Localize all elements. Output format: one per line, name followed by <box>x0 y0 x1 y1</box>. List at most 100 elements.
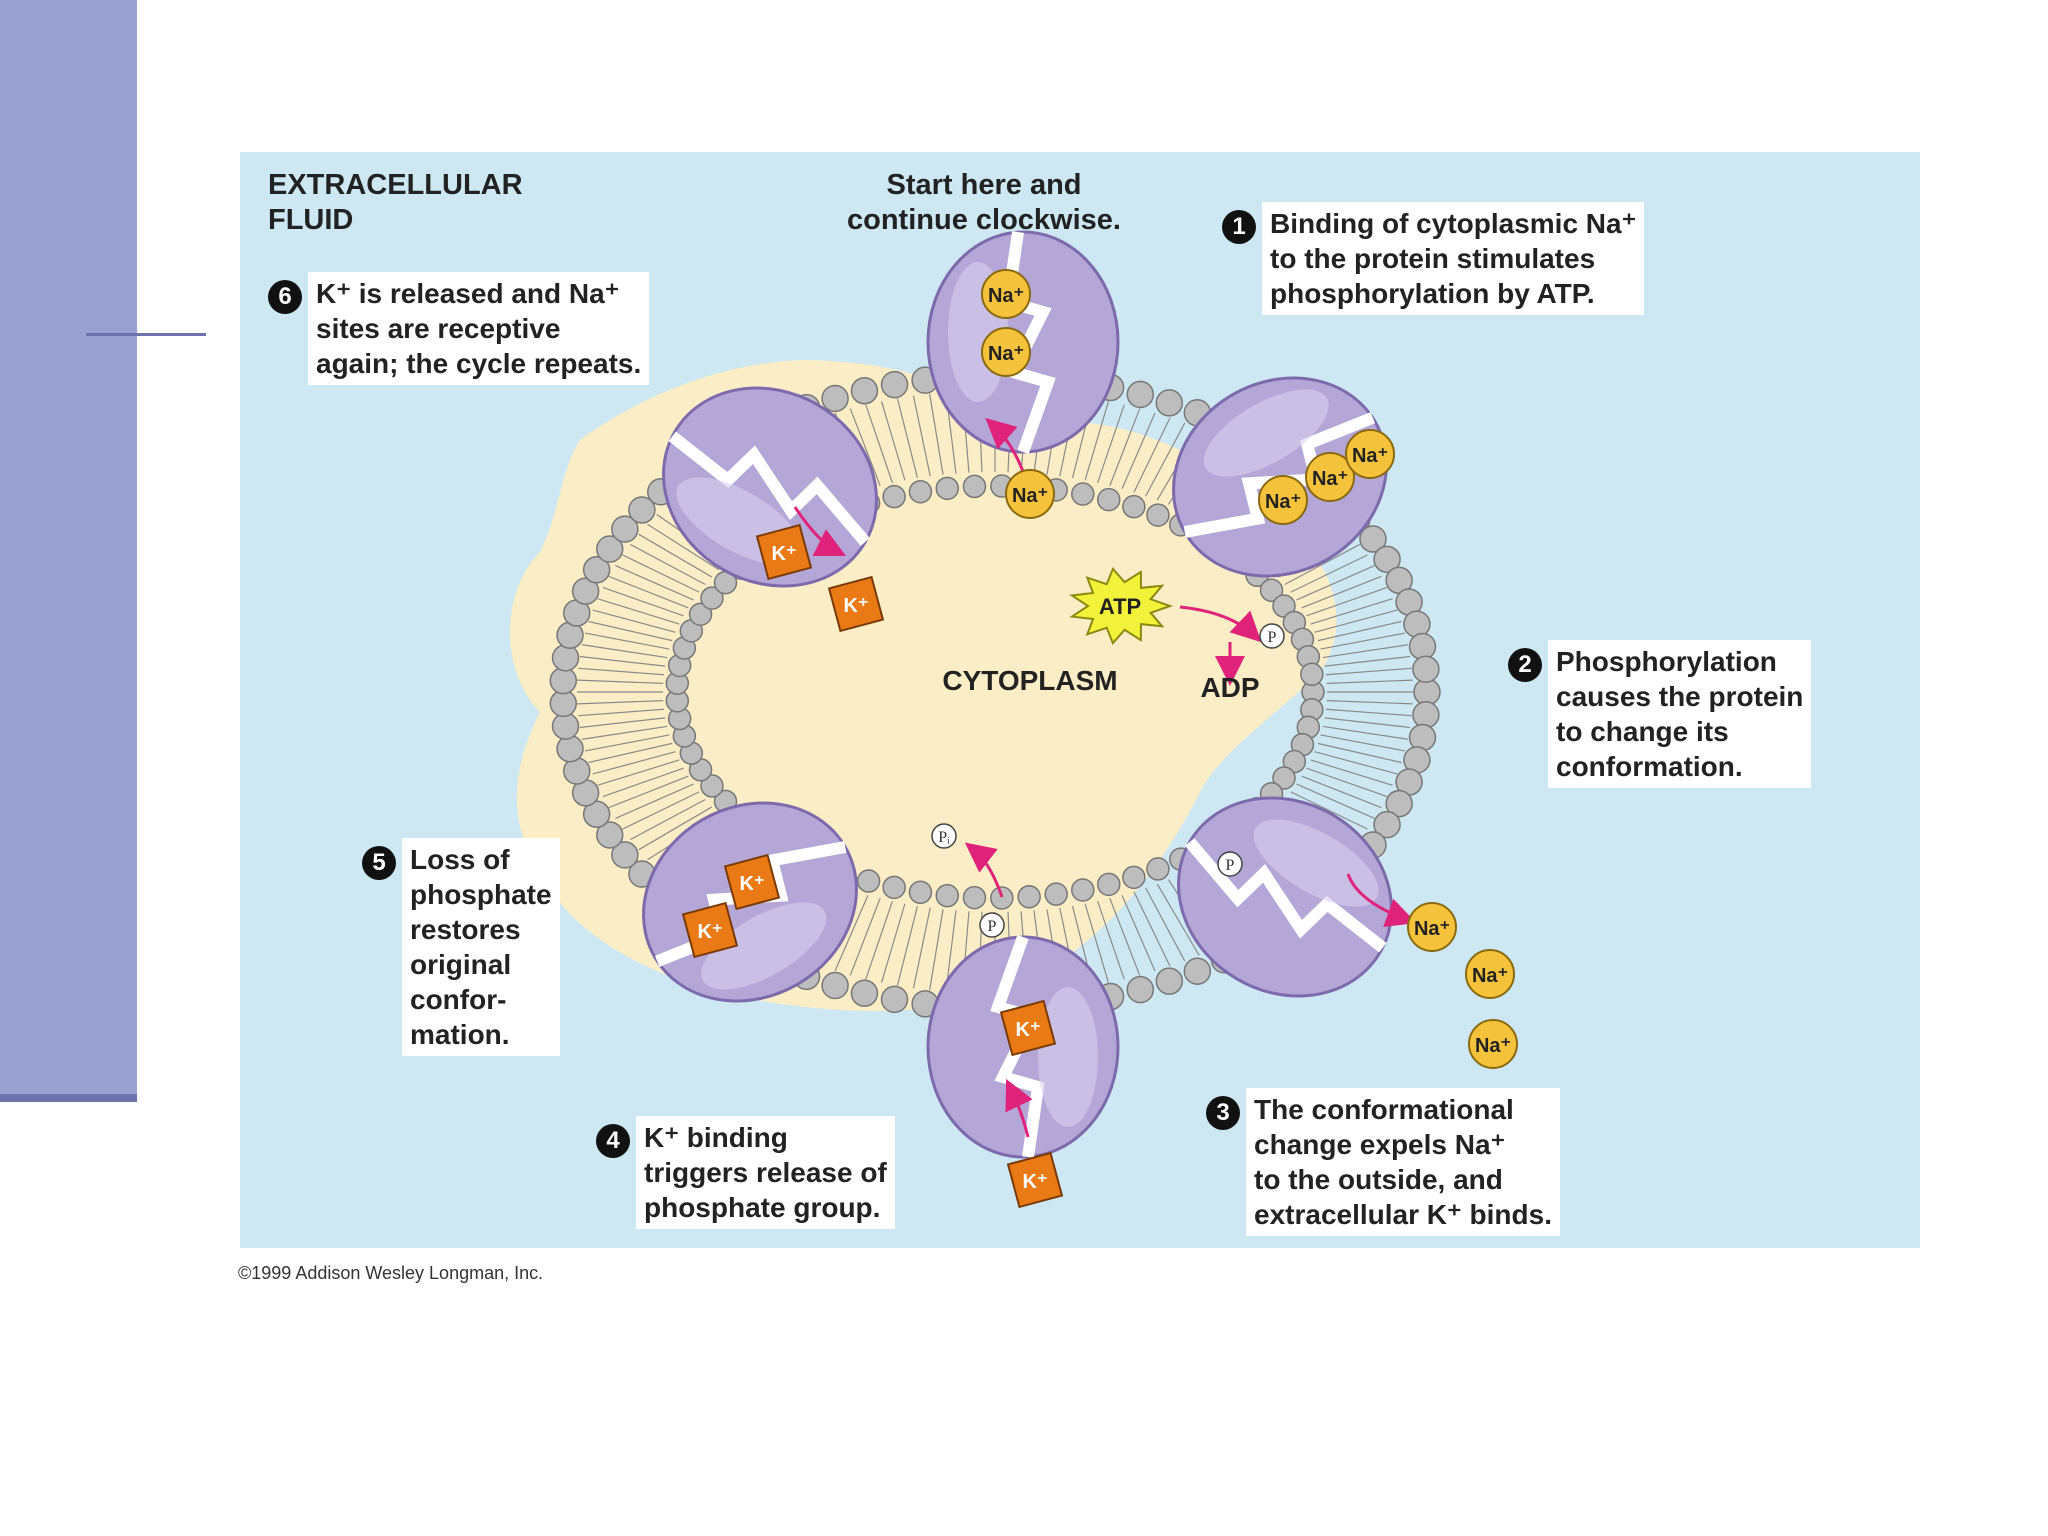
step-2-line: Phosphorylation <box>1556 646 1777 677</box>
step-2-number: 2 <box>1508 648 1542 682</box>
reaction-arrow <box>793 506 847 557</box>
sodium-ion-label: Na⁺ <box>1475 1035 1511 1057</box>
slide-rule <box>86 333 206 336</box>
membrane-tail <box>929 909 944 991</box>
membrane-tail <box>584 632 670 650</box>
membrane-outer-head <box>1183 957 1212 985</box>
membrane-outer-head <box>611 841 639 869</box>
membrane-inner-head <box>1259 578 1284 603</box>
phosphate-label: Pᵢ <box>938 829 950 846</box>
membrane-tail <box>834 895 869 972</box>
step-6-line: sites are receptive <box>316 313 561 344</box>
sodium-ion-label: Na⁺ <box>1472 965 1508 987</box>
membrane-tail <box>849 408 881 486</box>
membrane-tail <box>865 404 893 483</box>
step-6-line: again; the cycle repeats. <box>316 348 642 379</box>
step-6-line: K⁺ is released and Na⁺ <box>316 278 620 309</box>
start-note-line: Start here and <box>886 169 1082 201</box>
membrane-tail <box>1317 742 1402 764</box>
step-5-line: confor- <box>410 984 507 1015</box>
potassium-ion-label: K⁺ <box>1023 1171 1048 1193</box>
slide-side-bar-edge <box>0 1094 137 1102</box>
membrane-outer-head <box>595 535 624 563</box>
membrane-tail <box>577 679 664 684</box>
membrane-tail <box>929 393 944 475</box>
potassium-ion-label: K⁺ <box>740 873 765 895</box>
membrane-tail <box>1301 575 1382 609</box>
membrane-inner-head <box>1122 865 1146 890</box>
membrane-tail <box>912 907 931 989</box>
protein-highlight <box>1038 987 1098 1127</box>
protein-highlight <box>701 902 827 990</box>
membrane-tail <box>1320 632 1406 650</box>
membrane-inner-head <box>688 602 713 626</box>
step-1-caption: Binding of cytoplasmic Na⁺ to the protei… <box>1262 202 1645 315</box>
membrane-tail <box>912 395 931 477</box>
start-note-line: continue clockwise. <box>847 204 1121 236</box>
membrane-inner-head <box>1096 872 1121 897</box>
membrane-outer-head <box>611 515 639 543</box>
protein-channel <box>668 431 870 546</box>
potassium-ion-label: K⁺ <box>698 921 723 943</box>
step-3-number: 3 <box>1206 1096 1240 1130</box>
protein-highlight <box>1203 389 1329 477</box>
step-2-line: causes the protein <box>1556 681 1804 712</box>
membrane-tail <box>579 655 666 667</box>
potassium-ion-label: K⁺ <box>1016 1019 1041 1041</box>
slide-side-bar <box>0 0 137 1094</box>
phosphate-label: P <box>1226 857 1235 874</box>
sodium-ion <box>981 327 1031 377</box>
membrane-tail <box>615 565 694 601</box>
membrane-tail <box>1325 708 1412 717</box>
membrane-tail <box>638 533 713 578</box>
step-3-line: The conformational <box>1254 1094 1514 1125</box>
step-3-caption: The conformational change expels Na⁺ to … <box>1246 1088 1560 1236</box>
membrane-tail <box>1296 565 1375 601</box>
membrane-tail <box>582 725 668 740</box>
membrane-tail <box>577 700 664 705</box>
membrane-outer-head <box>1126 975 1155 1004</box>
step-4-line: phosphate group. <box>644 1192 881 1223</box>
step-4-line: triggers release of <box>644 1157 887 1188</box>
membrane-outer-head <box>582 556 611 584</box>
membrane-tail <box>1306 767 1388 798</box>
membrane-tail <box>588 742 673 764</box>
potassium-ion <box>755 523 813 581</box>
potassium-ion <box>827 575 885 633</box>
membrane-tail <box>1084 903 1110 983</box>
membrane-tail <box>1296 783 1375 819</box>
step-1-line: to the protein stimulates <box>1270 243 1596 274</box>
membrane-outer-head <box>850 377 879 405</box>
reaction-arrow <box>985 417 1026 475</box>
step-5-number: 5 <box>362 846 396 880</box>
step-3-line: extracellular K⁺ binds. <box>1254 1199 1552 1230</box>
membrane-inner-head <box>856 869 881 893</box>
step-4-line: K⁺ binding <box>644 1122 788 1153</box>
sodium-ion-label: Na⁺ <box>988 343 1024 365</box>
membrane-inner-head <box>1146 503 1170 527</box>
membrane-outer-head <box>571 577 600 605</box>
membrane-outer-head <box>1385 789 1413 818</box>
membrane-inner-head <box>962 885 987 910</box>
membrane-tail <box>1156 883 1200 956</box>
membrane-tail <box>584 734 670 752</box>
atp-label: ATP <box>1099 594 1141 619</box>
step-5-line: phosphate <box>410 879 552 910</box>
step-2-line: to change its <box>1556 716 1729 747</box>
step-5-line: mation. <box>410 1019 510 1050</box>
sodium-ion-label: Na⁺ <box>1312 468 1348 490</box>
sodium-ion-label: Na⁺ <box>988 285 1024 307</box>
sodium-ion-label: Na⁺ <box>1414 918 1450 940</box>
step-4-number: 4 <box>596 1124 630 1158</box>
membrane-inner-head <box>1017 885 1041 909</box>
membrane-outer-head <box>556 734 584 763</box>
membrane-tail <box>588 620 673 642</box>
membrane-outer-head <box>1359 525 1387 553</box>
membrane-outer-head <box>595 821 624 849</box>
membrane-tail <box>1284 543 1360 586</box>
membrane-inner-head <box>1096 487 1121 512</box>
atp-burst <box>1069 567 1174 645</box>
membrane-inner-head <box>1300 662 1324 687</box>
membrane-tail <box>608 775 689 809</box>
potassium-ion-label: K⁺ <box>772 543 797 565</box>
